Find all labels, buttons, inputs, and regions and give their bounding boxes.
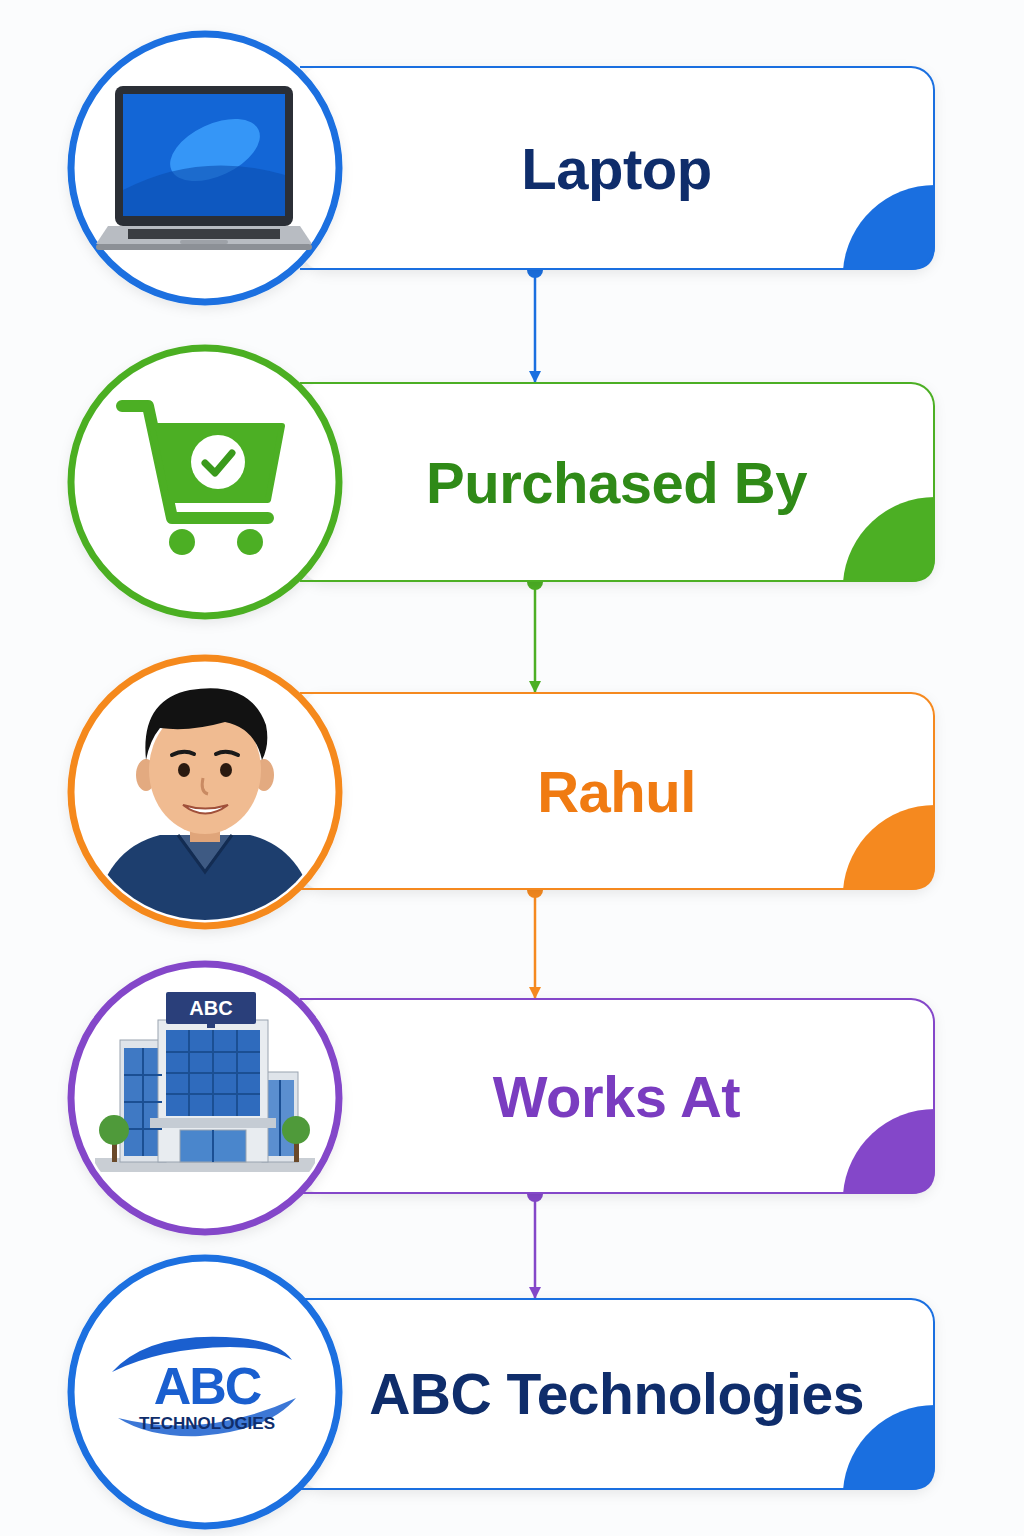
relation-box: Works At: [300, 998, 935, 1194]
item-box: Laptop: [300, 66, 935, 270]
corner-accent: [843, 805, 935, 890]
relation-box: Purchased By: [300, 382, 935, 582]
icon-circle: [71, 1258, 339, 1526]
box-ground: [300, 998, 935, 1194]
building-sign: ABC: [189, 997, 232, 1020]
flow-arrow: [534, 890, 537, 998]
person-avatar: [92, 688, 318, 930]
flow-arrow: [534, 1194, 537, 1298]
node-label: Works At: [493, 1063, 740, 1130]
icon-circle: [71, 34, 339, 302]
box-ground: [300, 66, 935, 270]
corner-accent: [843, 1109, 935, 1194]
corner-accents: [843, 185, 935, 1490]
office-building: [95, 992, 315, 1172]
flow-arrow: [534, 270, 537, 382]
icon-circle: [71, 964, 339, 1232]
icon-circle: [71, 348, 339, 616]
logo-mark: ABC: [154, 1356, 261, 1416]
flow-arrow: [534, 582, 537, 692]
laptop-icon: [96, 86, 312, 250]
company-logo: [112, 1337, 296, 1436]
box-ground: [300, 382, 935, 582]
box-grounds: [300, 66, 935, 1490]
corner-accent: [843, 185, 935, 270]
corner-accent: [843, 497, 935, 582]
node-label: Purchased By: [426, 449, 807, 516]
cart-icon: [122, 406, 282, 555]
company-box: ABC Technologies: [300, 1298, 935, 1490]
box-ground: [300, 692, 935, 890]
icon-circles: [71, 34, 339, 1526]
node-label: Rahul: [537, 758, 696, 825]
box-ground: [300, 1298, 935, 1490]
node-label: ABC Technologies: [369, 1361, 864, 1427]
node-label: Laptop: [521, 135, 711, 202]
person-box: Rahul: [300, 692, 935, 890]
logo-wordmark: TECHNOLOGIES: [139, 1414, 275, 1434]
